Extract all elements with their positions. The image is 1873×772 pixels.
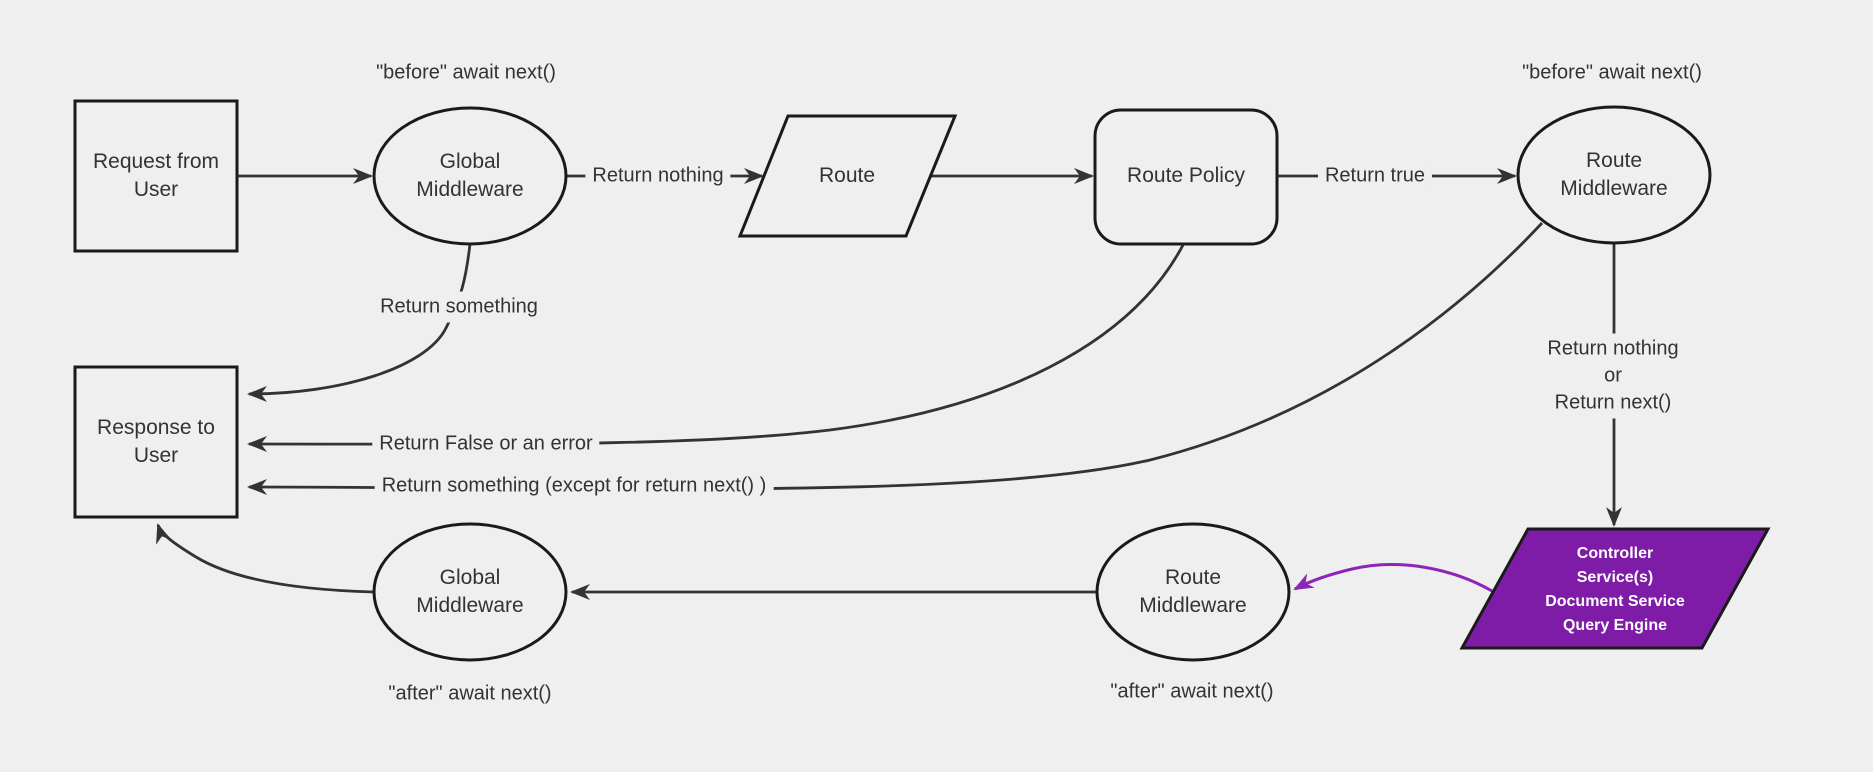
response-label: Response to User: [97, 416, 215, 467]
return-true-label: Return true: [1317, 160, 1433, 192]
edge-return-something-to-response: [247, 243, 472, 402]
before-await-next-left-label: "before" await next(): [369, 57, 563, 89]
return-nothing-or-next-label: Return nothing or Return next(): [1540, 333, 1686, 419]
global-middleware-bottom-label: Global Middleware: [416, 566, 524, 617]
global-middleware-top-label: Global Middleware: [416, 150, 524, 201]
return-something-except-label: Return something (except for return next…: [374, 470, 774, 502]
response-box: [73, 365, 239, 519]
route-label: Route: [818, 164, 876, 187]
return-something-label: Return something: [373, 291, 545, 323]
request-box: [73, 99, 239, 253]
global-middleware-top-ellipse: [372, 106, 568, 246]
return-nothing-label: Return nothing: [585, 160, 731, 192]
controller-parallelogram: [1459, 527, 1771, 650]
after-await-next-right-label: "after" await next(): [1103, 676, 1281, 708]
return-false-label: Return False or an error: [372, 428, 600, 460]
request-label: Request from User: [92, 150, 220, 201]
node-shapes: [73, 99, 1771, 662]
after-await-next-left-label: "after" await next(): [381, 678, 559, 710]
route-middleware-bottom-label: Route Middleware: [1139, 566, 1247, 617]
route-middleware-top-label: Route Middleware: [1560, 149, 1668, 200]
global-middleware-bottom-ellipse: [372, 522, 568, 662]
edges: [156, 168, 1622, 600]
before-await-next-right-label: "before" await next(): [1515, 57, 1709, 89]
route-parallelogram: [737, 114, 958, 238]
route-middleware-bottom-ellipse: [1095, 522, 1291, 662]
route-policy-box: [1093, 108, 1279, 246]
edge-global-middleware-bottom-to-response: [156, 523, 375, 594]
route-policy-label: Route Policy: [1127, 164, 1245, 187]
edge-return-false-to-response: [247, 244, 1185, 453]
edge-controller-to-route-middleware-bottom: [1293, 563, 1493, 593]
controller-label: Controller Service(s) Document Service Q…: [1545, 545, 1685, 634]
route-middleware-top-ellipse: [1516, 105, 1712, 245]
